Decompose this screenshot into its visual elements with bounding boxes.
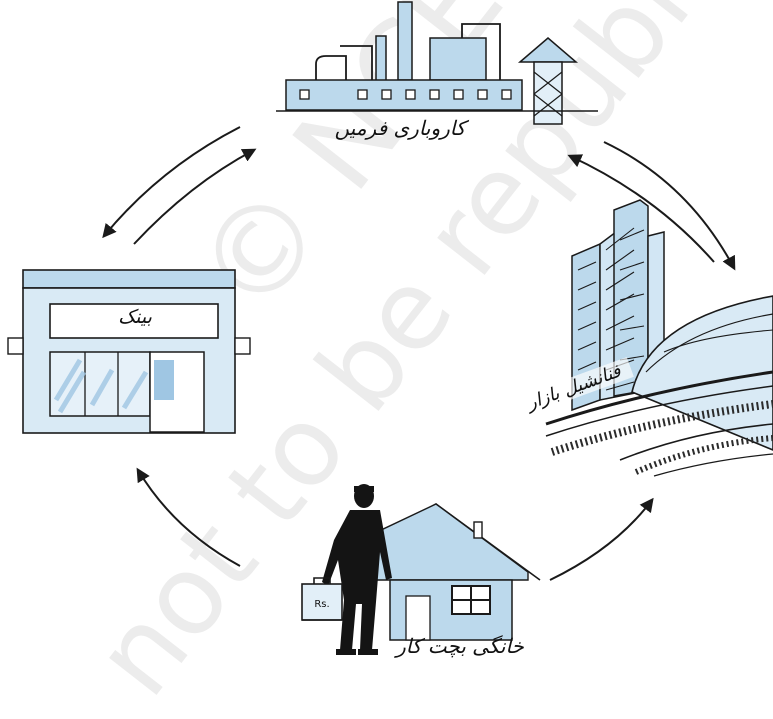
bank-label: بینک: [118, 306, 152, 328]
arrow-firms-to-market: [603, 141, 736, 271]
factory-icon: [276, 1, 598, 125]
diagram-canvas: کاروباری فرمیں بینک: [7, 1, 773, 658]
savings-flow-diagram: © NCERT not to be republished: [7, 0, 773, 719]
arrow-bank-to-firms: [133, 148, 257, 245]
bank-building-icon: [7, 269, 251, 434]
household-savers-label: خانگی بچت کار: [396, 634, 524, 658]
cash-case-label: Rs.: [314, 599, 329, 610]
cash-case-icon: [301, 577, 343, 621]
business-firms-label: کاروباری فرمیں: [334, 116, 466, 140]
arrow-firms-to-bank: [102, 126, 241, 239]
arrow-household-to-bank: [136, 467, 241, 567]
saver-person-icon: [322, 484, 392, 655]
arrow-market-to-firms: [567, 154, 715, 263]
financial-market-icon: [545, 199, 773, 477]
arrow-household-to-market: [549, 497, 654, 581]
house-icon: [355, 503, 541, 641]
